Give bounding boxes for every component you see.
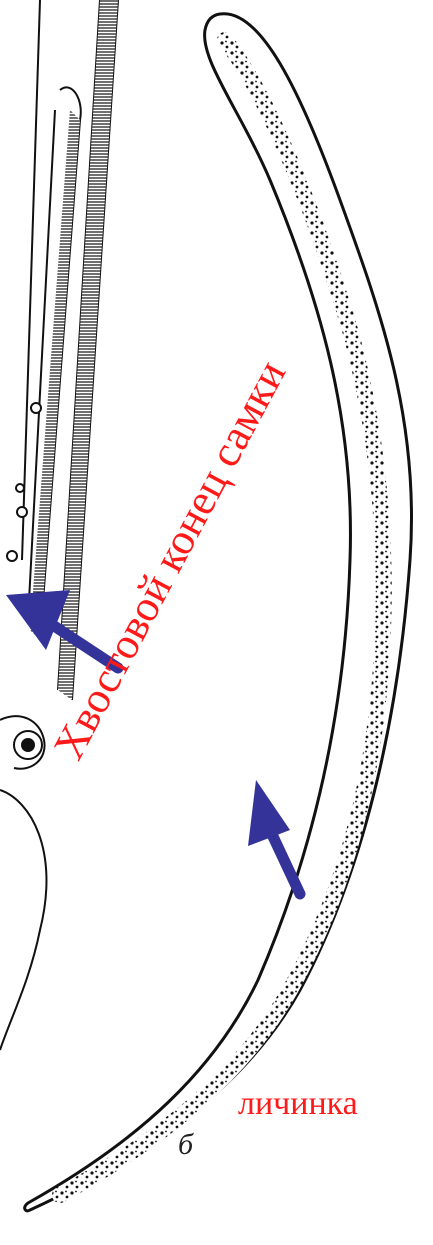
larva-drawing [25, 14, 412, 1211]
larva-label: личинка [238, 1087, 358, 1121]
female-tail-drawing [0, 0, 118, 1050]
panel-letter: б [178, 1128, 193, 1162]
arrow-to-larva [248, 780, 300, 894]
